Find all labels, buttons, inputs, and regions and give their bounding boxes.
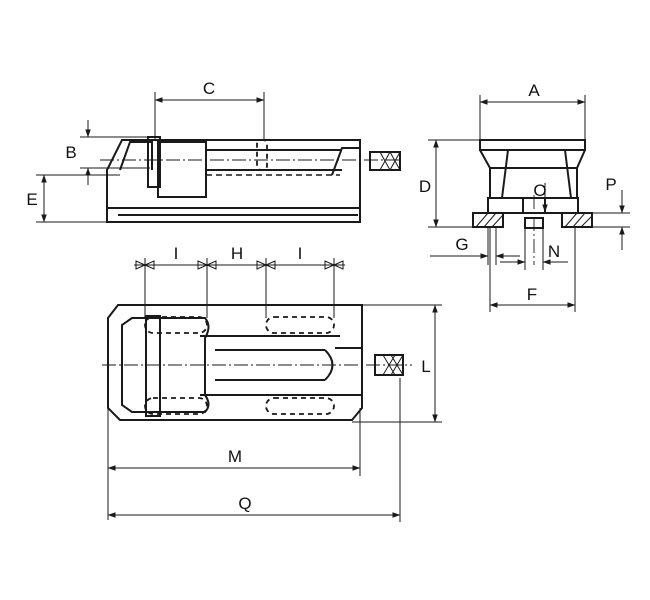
label-a: A xyxy=(528,81,540,100)
label-e: E xyxy=(26,190,37,209)
label-g: G xyxy=(455,235,468,254)
top-view xyxy=(102,304,412,421)
label-c: C xyxy=(203,79,215,98)
label-i-left: I xyxy=(174,244,179,263)
label-b: B xyxy=(65,143,76,162)
label-p: P xyxy=(605,175,616,194)
side-view xyxy=(100,136,401,223)
label-d: D xyxy=(419,177,431,196)
label-n: N xyxy=(548,242,560,261)
label-m: M xyxy=(228,447,242,466)
label-h: H xyxy=(231,244,243,263)
dimension-labels: C B E A D O P G N F I H I L M Q xyxy=(26,79,616,513)
label-o: O xyxy=(533,181,546,200)
label-q: Q xyxy=(238,494,251,513)
end-view xyxy=(472,139,593,265)
label-f: F xyxy=(527,285,537,304)
label-l: L xyxy=(421,357,430,376)
label-i-right: I xyxy=(298,244,303,263)
dimension-lines xyxy=(36,92,630,522)
